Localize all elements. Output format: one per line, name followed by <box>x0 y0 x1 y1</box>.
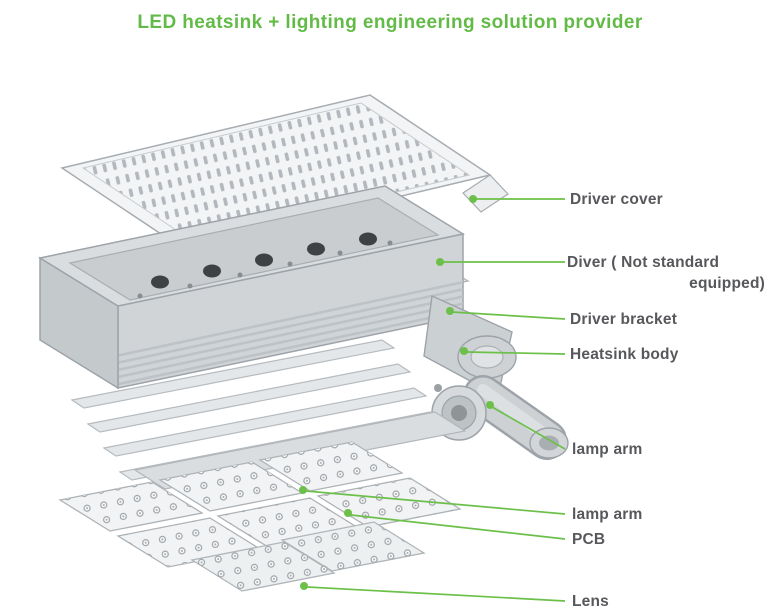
leader-dot-pcb <box>344 509 352 517</box>
heatsink-plug <box>255 253 273 267</box>
arm-tube-highlight <box>477 384 549 439</box>
label-driver-bracket: Driver bracket <box>570 311 678 328</box>
label-lens: Lens <box>572 593 609 610</box>
leader-line-driver-bracket <box>451 311 566 320</box>
leader-dot-driver <box>436 258 444 266</box>
heatsink-hole <box>187 283 193 289</box>
leader-line-lamp-arm-1 <box>491 406 566 450</box>
heatsink-plug <box>151 275 169 289</box>
pcb-part <box>58 441 462 568</box>
label-lamp-arm-1: lamp arm <box>572 441 643 458</box>
page-title: LED heatsink + lighting engineering solu… <box>137 12 643 33</box>
heatsink-hole <box>137 293 143 299</box>
leader-lines <box>305 198 566 602</box>
heatsink-plug <box>359 232 377 246</box>
lens-part <box>190 521 426 592</box>
pcb-leds <box>160 462 302 511</box>
label-driver-line1: Diver ( Not standard <box>567 254 720 271</box>
leader-dot-heatsink-body <box>460 347 468 355</box>
driver-cover-vents <box>81 102 471 241</box>
arm-boss-inner <box>470 345 504 369</box>
heatsink-hole <box>287 261 293 267</box>
label-heatsink-body: Heatsink body <box>570 346 679 363</box>
leader-line-lamp-arm-2 <box>305 490 566 515</box>
leader-dots <box>299 195 494 590</box>
leader-dot-driver-bracket <box>446 307 454 315</box>
arm-hinge-center <box>451 405 467 421</box>
heatsink-hole <box>337 250 343 256</box>
label-pcb: PCB <box>572 531 606 548</box>
leader-dot-lamp-arm-1 <box>486 401 494 409</box>
arm-strip <box>70 339 396 409</box>
heatsink-hole <box>387 240 393 246</box>
leader-dot-driver-cover <box>469 195 477 203</box>
leader-dot-lamp-arm-2 <box>299 486 307 494</box>
pcb-leds <box>260 442 402 491</box>
heatsink-plug <box>307 242 325 256</box>
leader-dot-lens <box>300 582 308 590</box>
arm-bolt <box>434 384 442 392</box>
heatsink-fins <box>118 278 463 388</box>
leader-line-pcb <box>350 514 566 540</box>
pcb-leds <box>60 482 202 531</box>
label-driver-line2: equipped) <box>689 274 765 292</box>
label-driver: Diver ( Not standard equipped) <box>567 253 765 295</box>
heatsink-hole <box>237 272 243 278</box>
heatsink-recess <box>68 197 440 301</box>
lens-cells <box>192 542 334 591</box>
arm-end-opening <box>539 435 559 451</box>
heatsink-plug <box>203 264 221 278</box>
leader-line-heatsink-body <box>466 351 566 355</box>
arm-strip <box>86 363 412 433</box>
label-driver-cover: Driver cover <box>570 191 663 208</box>
heatsink-body-part <box>38 185 465 390</box>
lens-cells <box>282 522 424 571</box>
arm-strip <box>102 387 428 457</box>
leader-line-lens <box>306 586 566 602</box>
label-lamp-arm-2: lamp arm <box>572 506 643 523</box>
